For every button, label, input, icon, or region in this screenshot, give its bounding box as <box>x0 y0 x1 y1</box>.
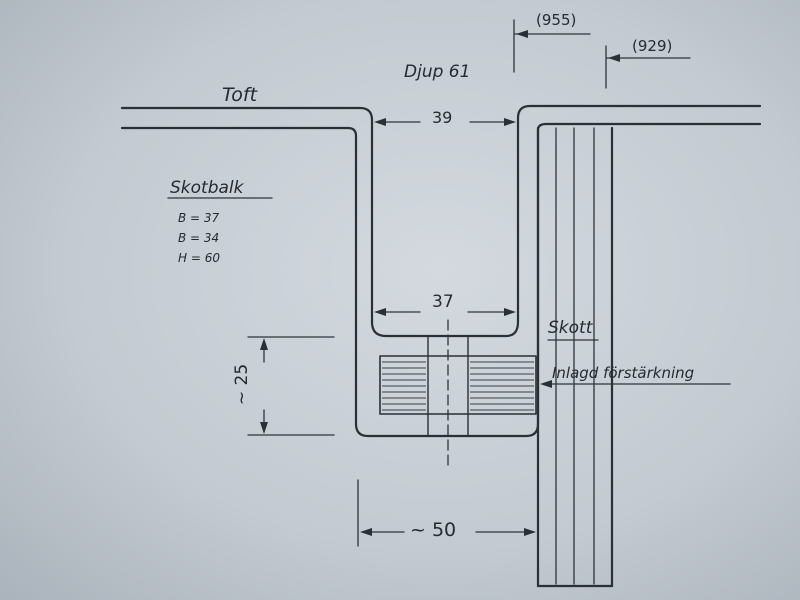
skotbalk-spec-b1: B = 37 <box>178 211 220 225</box>
dim-929-label: (929) <box>632 37 673 55</box>
dim-50-label: ~ 50 <box>410 519 457 541</box>
dim-37-line <box>374 308 516 316</box>
reinforcement-leader <box>540 380 731 388</box>
dim-955-label: (955) <box>536 11 577 29</box>
djup-label: Djup 61 <box>404 62 471 82</box>
dim-39-line <box>374 118 516 126</box>
reinforcement-label: Inlagd förstärkning <box>552 364 695 382</box>
dim-25-line <box>247 336 335 436</box>
skott-label: Skott <box>548 318 593 338</box>
dim-25-label: ~ 25 <box>232 363 253 406</box>
skotbalk-title: Skotbalk <box>170 178 244 198</box>
toft-label: Toft <box>222 84 258 106</box>
dim-39-label: 39 <box>432 108 453 127</box>
dim-955-marker <box>513 19 591 73</box>
reinforcement-block <box>379 319 537 471</box>
dim-37-label: 37 <box>432 292 454 312</box>
reinforcement-hatching <box>382 361 534 411</box>
skott-bulkhead <box>536 126 614 588</box>
toft-inner-outline <box>120 122 762 438</box>
dim-50-line <box>357 479 536 547</box>
skotbalk-spec-b2: B = 34 <box>178 231 220 245</box>
dim-929-marker <box>605 45 691 89</box>
skotbalk-spec-h: H = 60 <box>178 251 220 265</box>
